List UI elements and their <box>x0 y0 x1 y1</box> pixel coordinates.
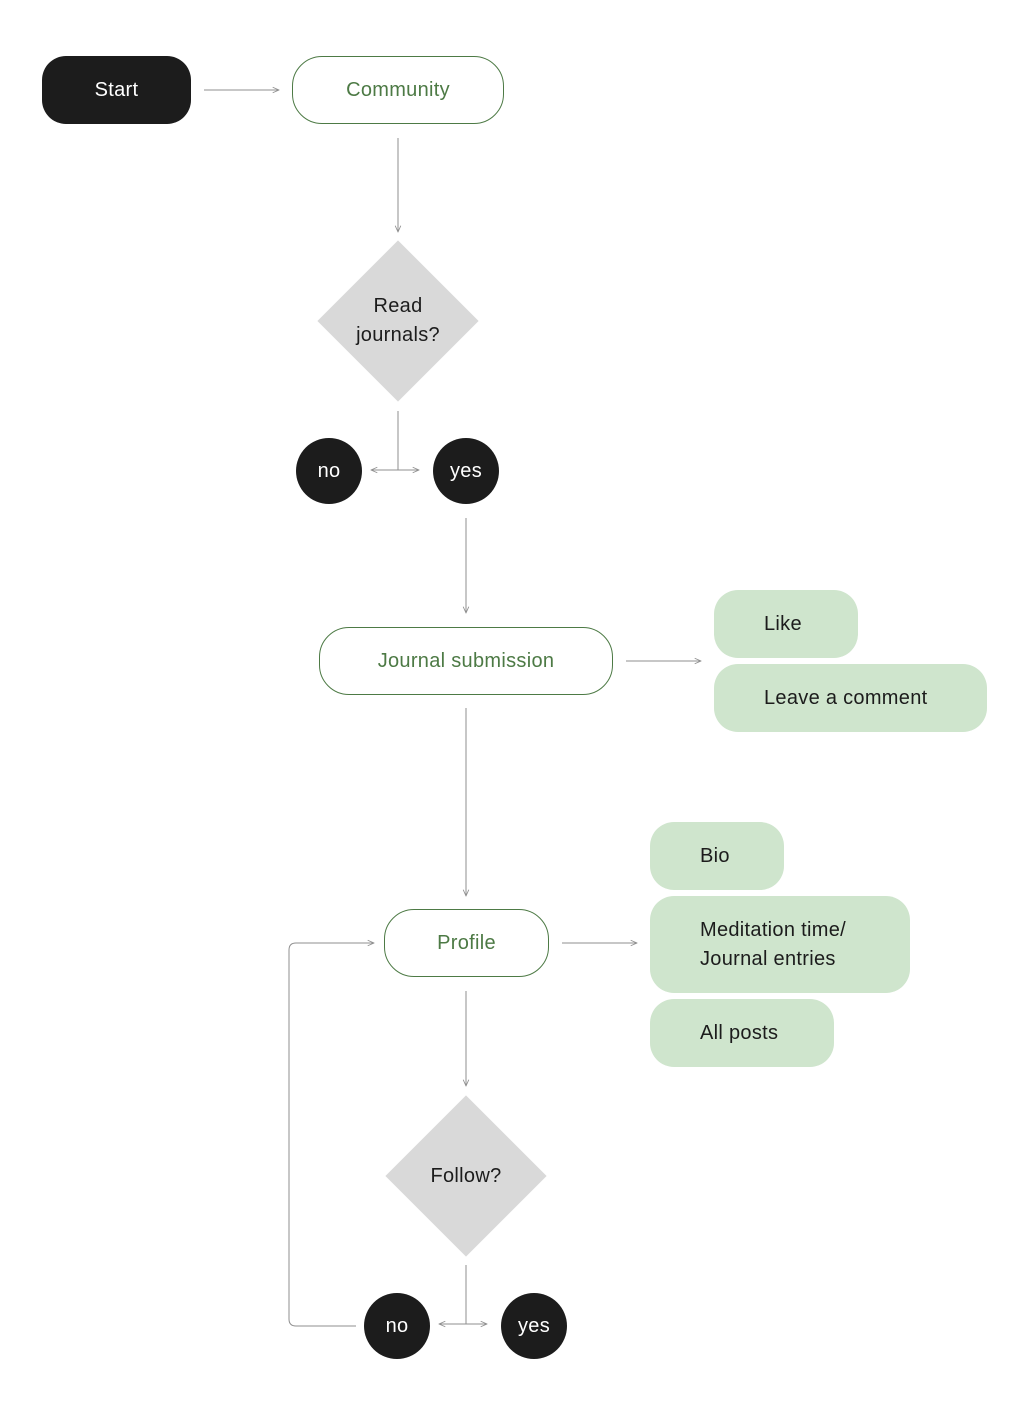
all-posts-node: All posts <box>650 999 834 1067</box>
community-node: Community <box>292 56 504 124</box>
leave-comment-node: Leave a comment <box>714 664 987 732</box>
read-no-label: no <box>317 459 341 482</box>
bio-node: Bio <box>650 822 784 890</box>
all-posts-label: All posts <box>700 1021 779 1044</box>
start-label: Start <box>94 78 139 101</box>
follow-no-label: no <box>385 1314 409 1337</box>
journal-submission-node: Journal submission <box>319 627 613 695</box>
like-label: Like <box>764 612 802 635</box>
bio-label: Bio <box>700 844 730 867</box>
follow-label: Follow? <box>430 1164 502 1187</box>
arrow-follow-no-back-to-profile <box>288 943 374 1327</box>
leave-comment-label: Leave a comment <box>764 686 928 709</box>
follow-no-node: no <box>364 1293 430 1359</box>
follow-yes-node: yes <box>501 1293 567 1359</box>
read-journals-no-node: no <box>296 438 362 504</box>
meditation-time-node: Meditation time/ Journal entries <box>650 896 910 993</box>
like-node: Like <box>714 590 858 658</box>
journal-submission-label: Journal submission <box>377 649 555 672</box>
follow-yes-label: yes <box>517 1314 551 1337</box>
journal-entries-label: Journal entries <box>700 947 836 970</box>
meditation-time-label: Meditation time/ <box>700 918 846 941</box>
read-journals-label: Read journals? <box>356 295 440 346</box>
profile-label: Profile <box>437 931 496 954</box>
start-node: Start <box>42 56 191 124</box>
read-journals-yes-node: yes <box>433 438 499 504</box>
read-yes-label: yes <box>449 459 483 482</box>
community-label: Community <box>346 78 450 101</box>
profile-node: Profile <box>384 909 549 977</box>
